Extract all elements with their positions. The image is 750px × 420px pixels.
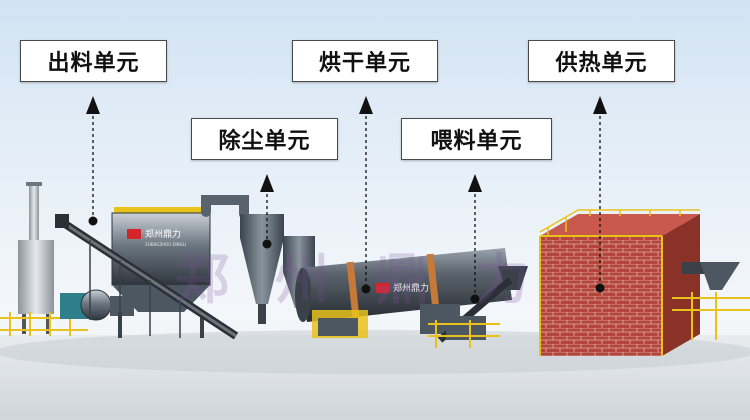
label-outlet-unit: 出料单元 — [20, 40, 167, 82]
chimney-stack — [18, 182, 54, 334]
logo-subtitle: ZHENGZHOU DINGLI — [145, 242, 186, 247]
logo-mark — [127, 229, 141, 239]
dot-icon — [262, 239, 272, 249]
drum-logo-name: 郑州鼎力 — [393, 282, 429, 294]
left-platform-rail — [0, 312, 88, 336]
induced-draft-fan — [60, 289, 134, 321]
feeding-conveyor — [428, 266, 528, 348]
arrow-up-icon — [359, 96, 373, 114]
drum-logo-mark — [376, 283, 390, 293]
callout-arrowheads — [86, 96, 607, 192]
air-ducting — [201, 195, 249, 219]
label-feeding-unit: 喂料单元 — [401, 118, 552, 160]
arrow-up-icon — [468, 174, 482, 192]
dot-icon — [470, 294, 480, 304]
dot-icon — [595, 283, 605, 293]
dot-icon — [88, 216, 98, 226]
brand-watermark: 郑州鼎力 — [175, 248, 575, 311]
dot-icon — [361, 284, 371, 294]
arrow-up-icon — [593, 96, 607, 114]
arrow-up-icon — [260, 174, 274, 192]
discharge-belt-conveyor — [55, 214, 239, 340]
callout-anchor-dots — [88, 216, 605, 304]
label-dust-removal-unit: 除尘单元 — [191, 118, 338, 160]
label-drying-unit: 烘干单元 — [292, 40, 438, 82]
logo-name: 郑州鼎力 — [145, 228, 181, 240]
brick-hot-air-furnace — [539, 209, 750, 356]
arrow-up-icon — [86, 96, 100, 114]
callout-lines — [92, 110, 601, 296]
label-heat-supply-unit: 供热单元 — [528, 40, 675, 82]
